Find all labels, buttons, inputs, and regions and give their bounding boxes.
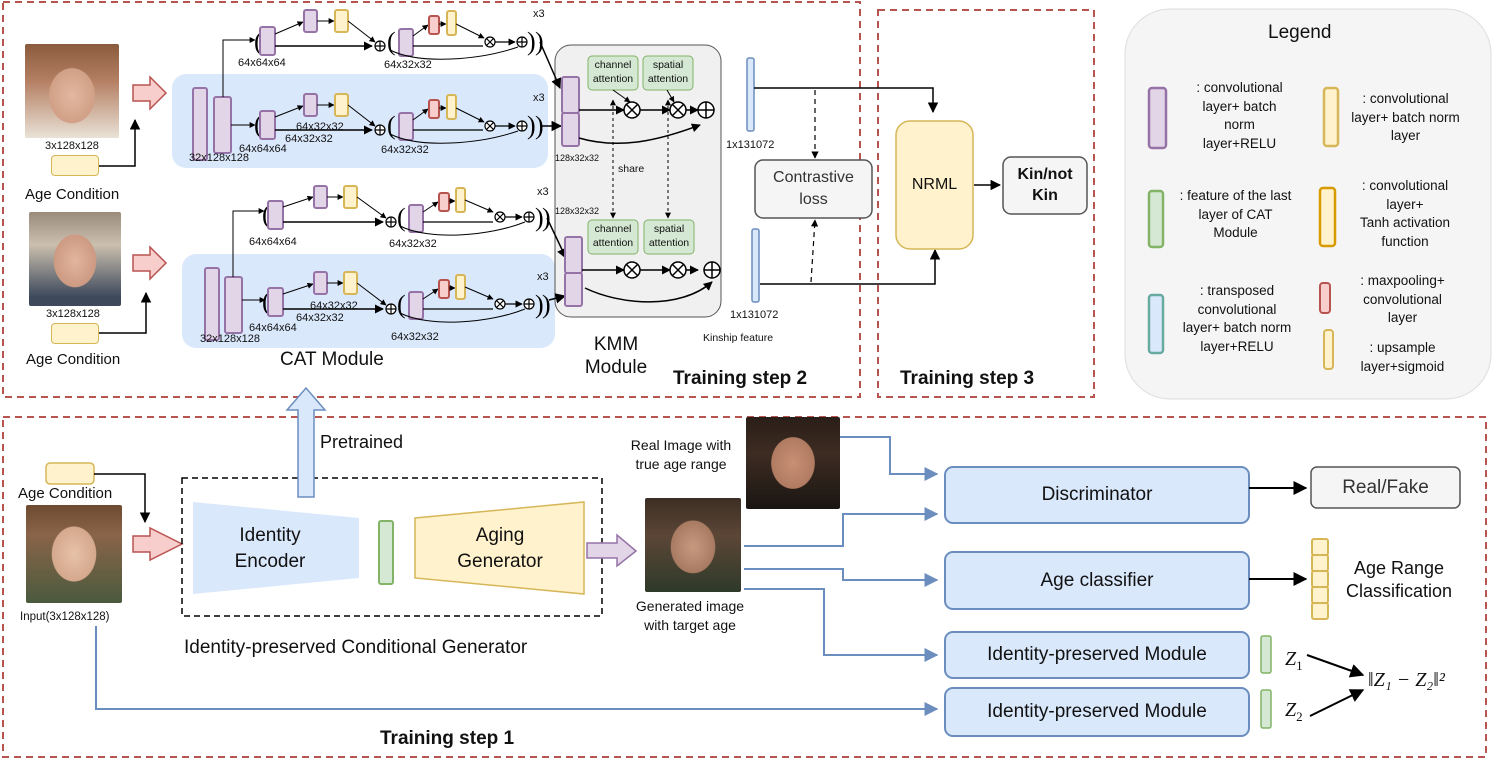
svg-text:): ) <box>527 27 536 56</box>
cat-module-label: CAT Module <box>280 349 384 370</box>
discriminator-box: Discriminator <box>1041 484 1153 505</box>
svg-text:): ) <box>535 27 544 56</box>
legend-panel <box>1124 8 1492 400</box>
legend-text-upsample: : upsample layer+sigmoid <box>1360 340 1445 374</box>
repeat-x3-b: x3 <box>533 92 545 104</box>
kmm-dim-top: 128x32x32 <box>555 153 600 163</box>
dim-label-64b-top-d: 64x32x32 <box>381 144 429 156</box>
age-condition-label-bottom: Age Condition <box>26 351 121 368</box>
generator-caption: Identity-preserved Conditional Generator <box>184 637 528 658</box>
legend-text-conv-bn: : convolutional layer+ batch norm layer <box>1351 91 1460 144</box>
svg-text:(: ( <box>387 111 396 140</box>
loss-formula: ‖Z₁ − Z₂‖² <box>1368 669 1445 691</box>
legend-text-transposed: : transposed convolutional layer+ batch … <box>1182 283 1292 354</box>
input-dim-bottom: 3x128x128 <box>46 308 100 320</box>
nrml-box: NRML <box>911 176 958 193</box>
dim-label-64b-bottom-a: 64x32x32 <box>389 238 437 250</box>
legend-title: Legend <box>1268 22 1332 43</box>
feature-dim-bottom: 1x131072 <box>730 309 779 321</box>
svg-text:): ) <box>535 290 544 319</box>
identity-encoder-label: Identity Encoder <box>234 525 306 572</box>
kmm-module-label: KMM Module <box>584 334 648 378</box>
svg-text:): ) <box>542 290 551 319</box>
dim-label-32-top: 32x128x128 <box>189 152 249 164</box>
dim-label-64-top-a: 64x64x64 <box>238 57 286 69</box>
share-label: share <box>618 163 645 175</box>
dim-label-64b-top-b: 64x32x32 <box>296 121 344 133</box>
dim-label-64b-bottom-d: 64x32x32 <box>391 331 439 343</box>
training-step-2-title: Training step 2 <box>673 368 808 389</box>
face-image-woman <box>25 44 119 138</box>
input-label: Input(3x128x128) <box>20 611 110 623</box>
input-dim-top: 3x128x128 <box>45 140 99 152</box>
kinship-feature-label: Kinship feature <box>703 332 774 344</box>
repeat-x3-a: x3 <box>533 8 545 20</box>
spatial-attention-bottom: spatial attention <box>648 223 690 249</box>
legend-text-maxpool: : maxpooling+ convolutional layer <box>1360 273 1445 326</box>
svg-text:(: ( <box>397 203 406 232</box>
dim-label-64-top-b: 64x64x64 <box>239 143 287 155</box>
training-step-3-frame <box>877 9 1095 398</box>
dim-label-64b-top-a: 64x32x32 <box>384 59 432 71</box>
face-image-input <box>26 505 122 603</box>
dim-label-64b-top-c: 64x32x32 <box>285 133 333 145</box>
svg-text:(: ( <box>397 290 406 319</box>
identity-module-2-box: Identity-preserved Module <box>987 701 1207 722</box>
dim-label-64-bottom-b: 64x64x64 <box>249 322 297 334</box>
repeat-x3-d: x3 <box>537 271 549 283</box>
channel-attention-bottom: channel attention <box>592 223 634 249</box>
dim-label-64b-bottom-b: 64x32x32 <box>310 300 358 312</box>
age-condition-chip-bottom <box>51 323 99 344</box>
legend-text-conv-tanh: : convolutional layer+ Tanh activation f… <box>1359 178 1451 249</box>
real-fake-box: Real/Fake <box>1342 476 1429 498</box>
feature-dim-top: 1x131072 <box>726 139 775 151</box>
real-image-caption: Real Image with true age range <box>630 437 732 472</box>
dim-label-64b-bottom-c: 64x32x32 <box>296 312 344 324</box>
channel-attention-top: channel attention <box>592 59 634 85</box>
training-step-3-title: Training step 3 <box>900 368 1035 389</box>
dim-label-64-bottom-a: 64x64x64 <box>249 236 297 248</box>
svg-text:(: ( <box>254 110 263 139</box>
generated-image-caption: Generated image with target age <box>635 598 745 633</box>
repeat-x3-c: x3 <box>537 186 549 198</box>
spatial-attention-top: spatial attention <box>647 59 689 85</box>
kin-not-kin-box: Kin/not Kin <box>1017 165 1073 204</box>
svg-text:(: ( <box>387 27 396 56</box>
red-arrow-step1 <box>132 526 184 562</box>
z1-label: Z1 <box>1285 648 1303 673</box>
contrastive-loss-box: Contrastive loss <box>773 169 854 208</box>
age-range-label: Age Range Classification <box>1345 558 1453 602</box>
aging-generator-label: Aging Generator <box>457 525 543 572</box>
z2-label: Z2 <box>1285 699 1303 724</box>
svg-text:(: ( <box>262 200 271 229</box>
svg-text:): ) <box>535 203 544 232</box>
svg-text:(: ( <box>254 27 263 56</box>
svg-text:): ) <box>542 203 551 232</box>
face-image-generated <box>645 498 741 592</box>
pretrained-label: Pretrained <box>320 432 404 452</box>
training-step-2-frame <box>2 1 861 398</box>
svg-text:): ) <box>527 111 536 140</box>
legend-text-conv-bn-relu: : convolutional layer+ batch norm layer+… <box>1196 80 1283 151</box>
red-arrow-top <box>132 75 168 111</box>
svg-text:): ) <box>535 111 544 140</box>
age-classifier-box: Age classifier <box>1040 569 1154 591</box>
red-arrow-bottom <box>132 245 168 281</box>
legend-text-feature: : feature of the last layer of CAT Modul… <box>1179 188 1292 241</box>
age-condition-label-top: Age Condition <box>25 186 120 203</box>
kmm-dim-bottom: 128x32x32 <box>555 206 600 216</box>
svg-text:(: ( <box>262 287 271 316</box>
face-image-real <box>746 417 840 509</box>
face-image-man <box>29 212 121 306</box>
age-condition-label-step1: Age Condition <box>18 485 113 502</box>
identity-module-1-box: Identity-preserved Module <box>987 644 1207 665</box>
dim-label-32-bottom: 32x128x128 <box>200 333 260 345</box>
training-step-1-title: Training step 1 <box>380 728 515 749</box>
age-condition-chip-top <box>51 155 99 176</box>
